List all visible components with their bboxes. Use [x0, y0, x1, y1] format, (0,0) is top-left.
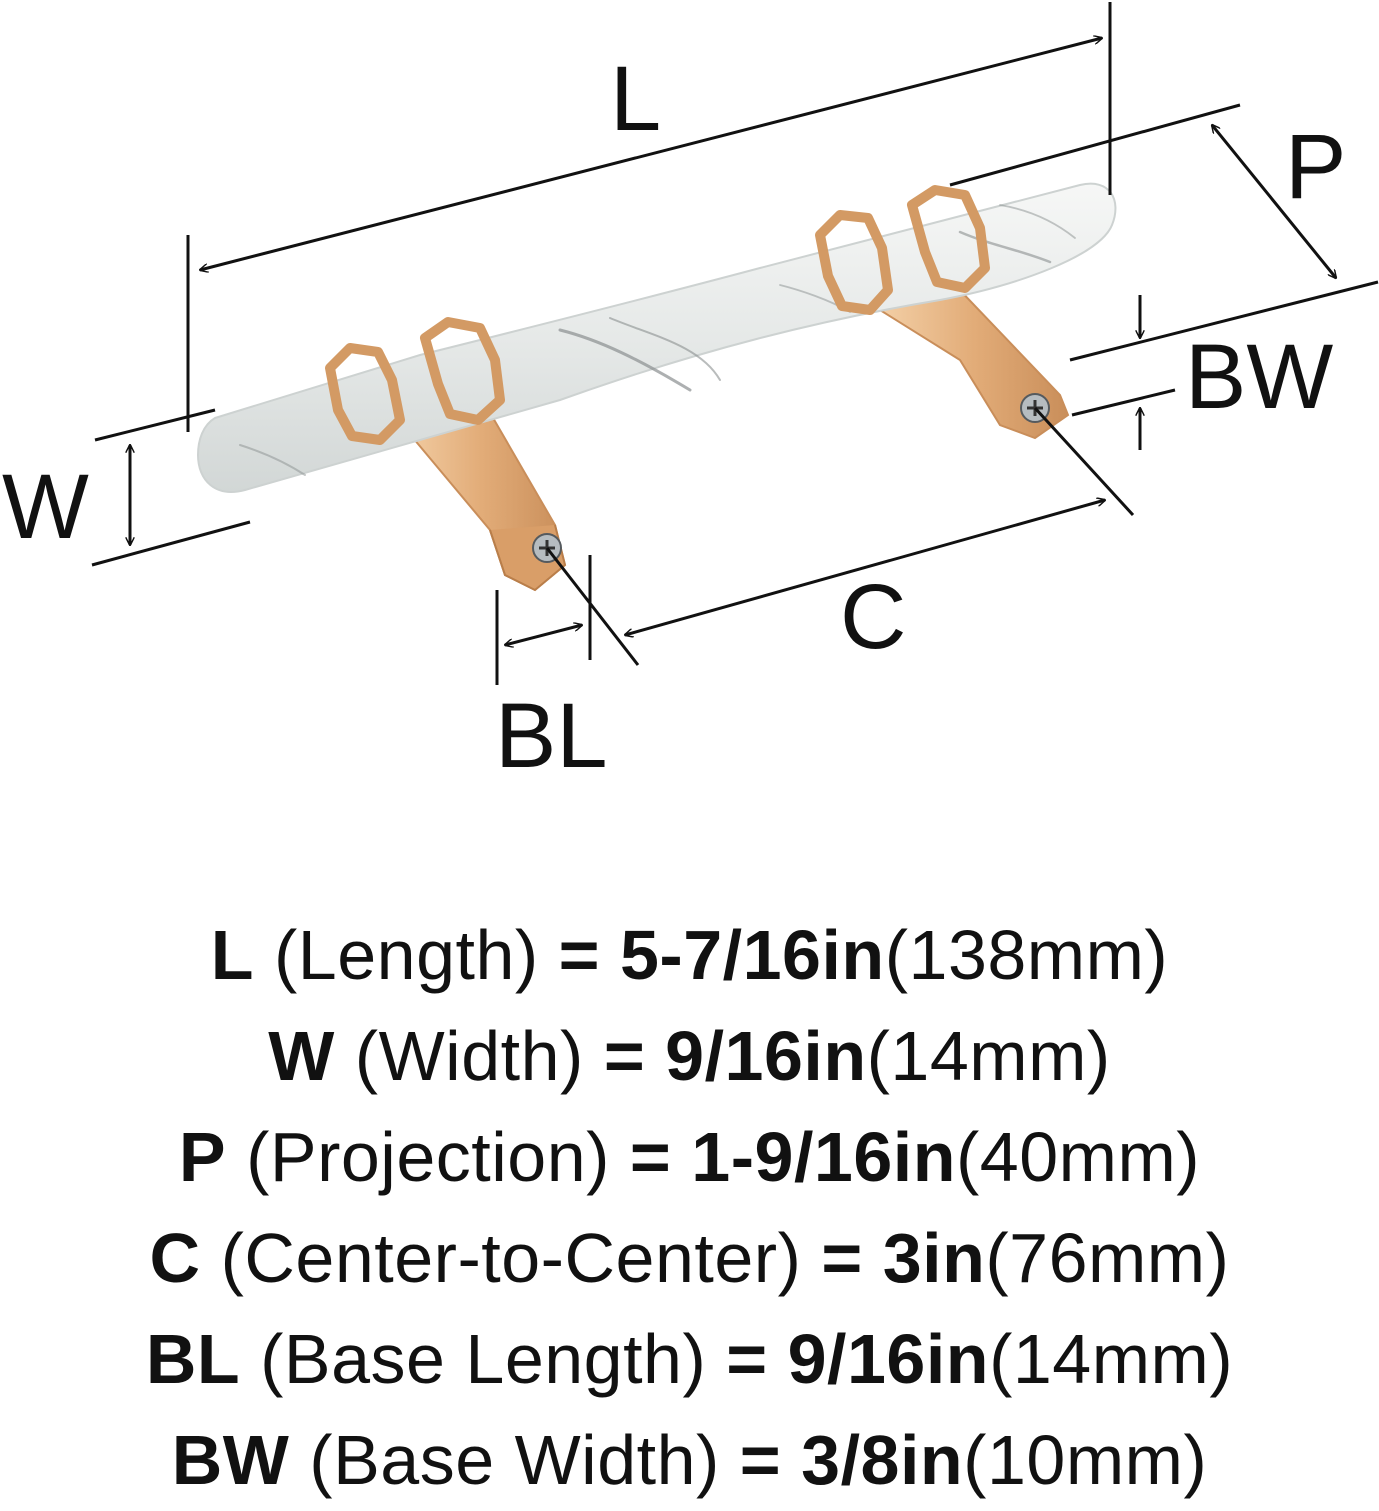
spec-code: P [178, 1118, 227, 1196]
spec-code: BL [145, 1320, 241, 1398]
label-projection: P [1285, 116, 1346, 218]
pull-handle [196, 182, 1117, 592]
spec-metric: (14mm) [989, 1320, 1234, 1398]
spec-code: BW [171, 1421, 290, 1499]
spec-row-projection: P (Projection) = 1-9/16in(40mm) [0, 1107, 1379, 1208]
spec-equals: = [739, 1421, 782, 1499]
spec-code: W [268, 1017, 335, 1095]
spec-row-length: L (Length) = 5-7/16in(138mm) [0, 905, 1379, 1006]
spec-name: (Length) [273, 916, 539, 994]
spec-row-width: W (Width) = 9/16in(14mm) [0, 1006, 1379, 1107]
length-dimension-line [200, 38, 1102, 270]
spec-name: (Center-to-Center) [220, 1219, 802, 1297]
spec-equals: = [558, 916, 601, 994]
spec-list: L (Length) = 5-7/16in(138mm) W (Width) =… [0, 905, 1379, 1511]
spec-name: (Width) [354, 1017, 584, 1095]
projection-dimension-line [1212, 125, 1336, 278]
spec-code: L [210, 916, 255, 994]
spec-name: (Base Width) [309, 1421, 720, 1499]
spec-name: (Projection) [246, 1118, 610, 1196]
pull-dimension-diagram: L P BW W C BL [2, 2, 1379, 787]
spec-metric: (76mm) [985, 1219, 1230, 1297]
spec-imperial: 3/8in [801, 1421, 964, 1499]
spec-imperial: 3in [882, 1219, 986, 1297]
spec-imperial: 9/16in [665, 1017, 867, 1095]
spec-metric: (40mm) [955, 1118, 1201, 1196]
spec-equals: = [726, 1320, 768, 1398]
spec-name: (Base Length) [260, 1320, 707, 1398]
spec-imperial: 1-9/16in [691, 1118, 956, 1196]
base-length-dimension-line [505, 625, 582, 645]
spec-metric: (138mm) [884, 916, 1169, 994]
spec-metric: (10mm) [963, 1421, 1208, 1499]
label-width: W [2, 456, 89, 558]
spec-code: C [149, 1219, 201, 1297]
label-base-width: BW [1185, 326, 1333, 428]
label-length: L [610, 48, 661, 150]
left-collar [325, 343, 405, 445]
spec-equals: = [821, 1219, 863, 1297]
spec-equals: = [603, 1017, 646, 1095]
label-center: C [840, 566, 906, 668]
center-dimension-line [625, 500, 1105, 635]
spec-equals: = [629, 1118, 672, 1196]
spec-metric: (14mm) [866, 1017, 1111, 1095]
spec-row-base-length: BL (Base Length) = 9/16in(14mm) [0, 1309, 1379, 1410]
label-base-length: BL [495, 685, 608, 787]
spec-row-center: C (Center-to-Center) = 3in(76mm) [0, 1208, 1379, 1309]
spec-row-base-width: BW (Base Width) = 3/8in(10mm) [0, 1410, 1379, 1511]
spec-imperial: 5-7/16in [620, 916, 885, 994]
dimension-lines [91, 2, 1379, 685]
spec-imperial: 9/16in [787, 1320, 990, 1398]
